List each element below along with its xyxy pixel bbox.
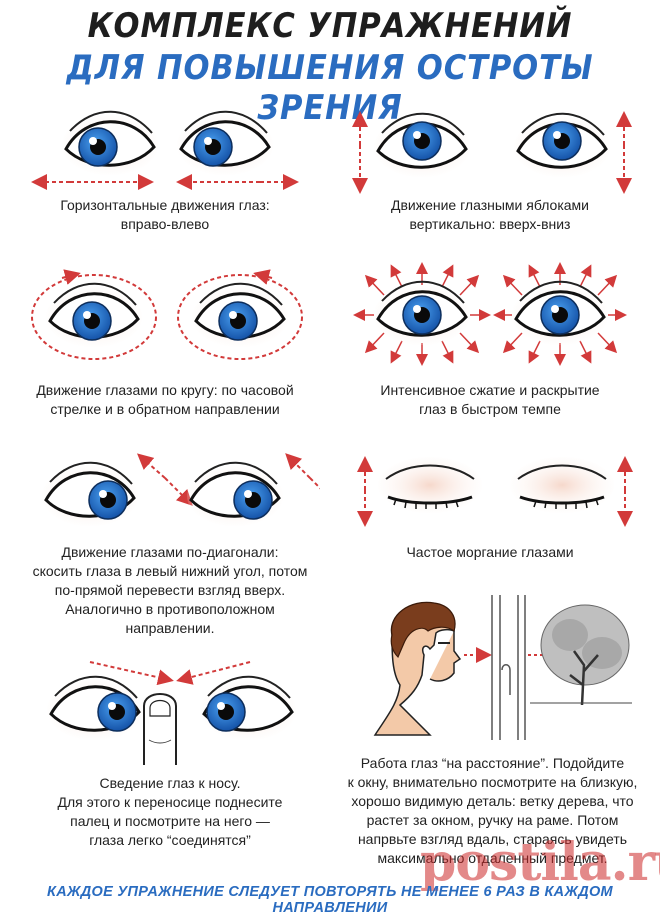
caption-diagonal: Движение глазами по-диагонали: скосить г… bbox=[32, 544, 308, 636]
distance-work-illustration bbox=[373, 595, 632, 740]
caption-squeeze: Интенсивное сжатие и раскрытие глаз в бы… bbox=[380, 382, 600, 417]
footer-note: КАЖДОЕ УПРАЖНЕНИЕ СЛЕДУЕТ ПОВТОРЯТЬ НЕ М… bbox=[47, 884, 613, 916]
horizontal-eyes-illustration bbox=[31, 110, 299, 190]
blinking-eyes-illustration bbox=[357, 456, 633, 527]
man-head-icon bbox=[373, 601, 462, 736]
tree-icon bbox=[530, 604, 632, 706]
caption-circular: Движение глазами по кругу: по часовой ст… bbox=[36, 382, 294, 417]
caption-horizontal: Горизонтальные движения глаз: вправо-вле… bbox=[60, 197, 270, 232]
window-frame-icon bbox=[491, 595, 526, 740]
title-line-2: ДЛЯ ПОВЫШЕНИЯ ОСТРОТЫ ЗРЕНИЯ bbox=[66, 48, 594, 128]
watermark: postila.ru bbox=[420, 832, 660, 893]
squeeze-eyes-illustration bbox=[353, 262, 627, 366]
title-line-1: КОМПЛЕКС УПРАЖНЕНИЙ bbox=[87, 6, 573, 46]
convergence-illustration bbox=[45, 661, 298, 765]
diagonal-eyes-illustration bbox=[40, 453, 320, 528]
caption-convergence: Сведение глаз к носу. Для этого к перено… bbox=[57, 775, 283, 848]
caption-distance: Работа глаз “на расстояние”. Подойдите к… bbox=[347, 755, 638, 866]
caption-blinking: Частое моргание глазами bbox=[406, 544, 574, 560]
finger-icon bbox=[143, 693, 177, 765]
caption-vertical: Движение глазными яблоками вертикально: … bbox=[390, 197, 589, 232]
circular-eyes-illustration bbox=[31, 269, 303, 360]
vertical-eyes-illustration bbox=[352, 111, 632, 194]
